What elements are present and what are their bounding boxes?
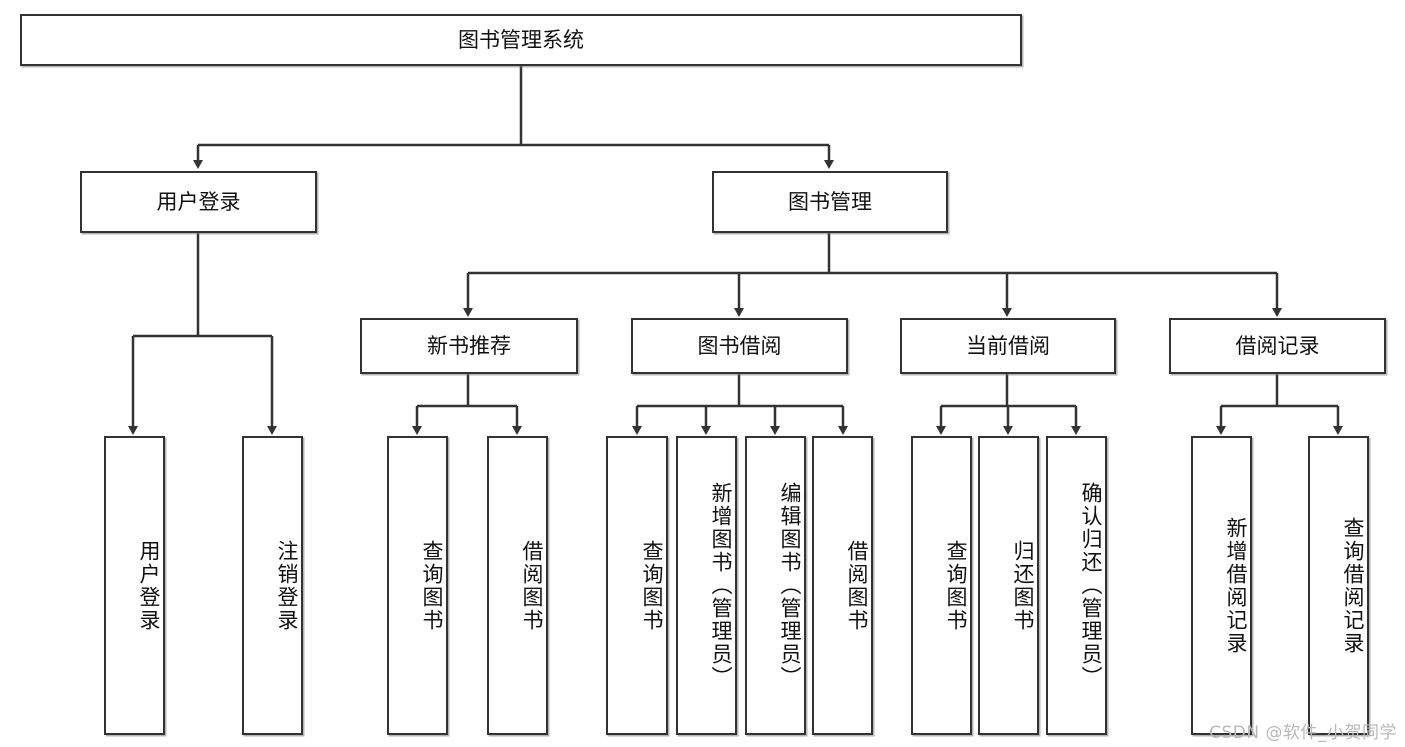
- node-label: 注销登录: [275, 539, 299, 632]
- leaf-new-book-borrow-book[interactable]: 借阅图书: [487, 436, 548, 735]
- leaf-book-borrow-add-book-admin[interactable]: 新增图书（管理员）: [676, 436, 737, 735]
- node-label: 新书推荐: [427, 333, 511, 358]
- node-book-borrow[interactable]: 图书借阅: [631, 318, 848, 374]
- leaf-borrow-record-query-record[interactable]: 查询借阅记录: [1308, 436, 1369, 735]
- watermark: CSDN @软件_小贺同学: [1209, 723, 1397, 743]
- node-label: 图书管理系统: [458, 27, 584, 52]
- leaf-book-borrow-edit-book-admin[interactable]: 编辑图书（管理员）: [745, 436, 806, 735]
- node-label: 当前借阅: [966, 333, 1050, 358]
- node-borrow-record[interactable]: 借阅记录: [1169, 318, 1386, 374]
- node-label: 查询图书: [944, 539, 968, 632]
- node-new-book-recommend[interactable]: 新书推荐: [360, 318, 578, 374]
- node-label: 查询借阅记录: [1341, 516, 1365, 655]
- node-label: 用户登录: [156, 189, 241, 214]
- node-root-book-management-system[interactable]: 图书管理系统: [20, 14, 1022, 66]
- node-current-borrow[interactable]: 当前借阅: [900, 318, 1116, 374]
- leaf-current-borrow-return-book[interactable]: 归还图书: [978, 436, 1039, 735]
- node-user-login[interactable]: 用户登录: [80, 171, 317, 233]
- leaf-new-book-query-book[interactable]: 查询图书: [387, 436, 448, 735]
- leaf-current-borrow-confirm-return-admin[interactable]: 确认归还（管理员）: [1046, 436, 1107, 735]
- node-label: 编辑图书（管理员）: [778, 482, 802, 689]
- node-label: 查询图书: [420, 539, 444, 632]
- leaf-book-borrow-borrow-book[interactable]: 借阅图书: [812, 436, 873, 735]
- leaf-borrow-record-add-record[interactable]: 新增借阅记录: [1191, 436, 1252, 735]
- leaf-current-borrow-query-book[interactable]: 查询图书: [911, 436, 972, 735]
- node-label: 借阅图书: [845, 539, 869, 632]
- node-label: 归还图书: [1011, 539, 1035, 632]
- leaf-book-borrow-query-book[interactable]: 查询图书: [606, 436, 668, 735]
- leaf-user-login-logout[interactable]: 注销登录: [242, 436, 303, 735]
- node-label: 新增借阅记录: [1224, 516, 1248, 655]
- node-label: 图书借阅: [697, 333, 782, 358]
- node-label: 用户登录: [137, 539, 161, 632]
- node-label: 借阅记录: [1235, 333, 1320, 358]
- node-label: 确认归还（管理员）: [1079, 482, 1103, 689]
- node-label: 图书管理: [788, 189, 872, 214]
- node-label: 借阅图书: [520, 539, 544, 632]
- node-label: 查询图书: [640, 539, 664, 632]
- leaf-user-login-login[interactable]: 用户登录: [104, 436, 165, 735]
- node-label: 新增图书（管理员）: [709, 482, 733, 689]
- node-book-management[interactable]: 图书管理: [712, 171, 948, 233]
